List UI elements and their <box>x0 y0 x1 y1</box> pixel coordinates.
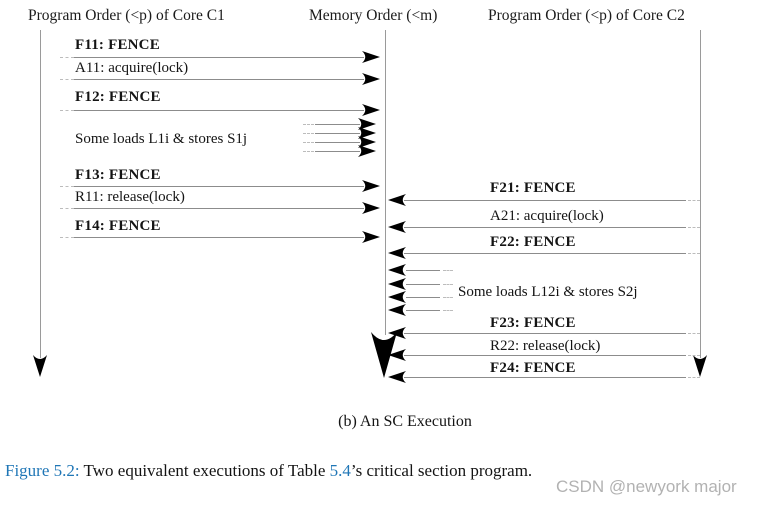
memory-timeline <box>385 30 386 335</box>
c1-loads-arrow-right-icon <box>358 127 376 139</box>
c1-f11-arrow-right-icon <box>362 51 380 63</box>
c1-r11-arrow-right-icon <box>362 202 380 214</box>
caption-text-after: ’s critical section program. <box>350 461 533 480</box>
c2-f22-arrow-left-icon <box>388 247 406 259</box>
c2-f24-line <box>404 377 686 378</box>
c2-f21-arrow-left-icon <box>388 194 406 206</box>
c2-r22-dash <box>688 355 700 356</box>
c1-f12-arrow-right-icon <box>362 104 380 116</box>
table-ref-link[interactable]: 5.4 <box>329 461 351 480</box>
c1-loads-dash-1 <box>303 124 314 125</box>
c2-row-label-f22: F22: FENCE <box>490 234 576 250</box>
c2-loads-line-4 <box>406 310 440 311</box>
c1-loads-arrow-right-icon <box>358 136 376 148</box>
c1-row-label-r11: R11: release(lock) <box>75 189 185 205</box>
c2-f21-line <box>404 200 686 201</box>
core2-timeline <box>700 30 701 358</box>
c2-f23-line <box>404 333 686 334</box>
c2-row-label-f21: F21: FENCE <box>490 180 576 196</box>
c1-r11-dash <box>60 208 74 209</box>
c2-row-label-a21: A21: acquire(lock) <box>490 208 604 224</box>
c2-r22-arrow-left-icon <box>388 349 406 361</box>
c1-f12-line <box>74 110 364 111</box>
c1-f11-dash <box>60 57 74 58</box>
c2-loads-dash-2 <box>443 284 453 285</box>
c1-row-label-f11: F11: FENCE <box>75 37 160 53</box>
figure-caption: Figure 5.2: Two equivalent executions of… <box>5 461 532 481</box>
c2-loads-dash-4 <box>443 310 453 311</box>
c2-loads-arrow-left-icon <box>388 264 406 276</box>
c2-row-label-loads: Some loads L12i & stores S2j <box>458 284 638 300</box>
c2-row-label-f23: F23: FENCE <box>490 315 576 331</box>
c1-loads-dash-3 <box>303 142 314 143</box>
c2-f22-dash <box>688 253 700 254</box>
c2-loads-line-1 <box>406 270 440 271</box>
c1-loads-arrow-right-icon <box>358 118 376 130</box>
c2-f23-arrow-left-icon <box>388 327 406 339</box>
c1-loads-arrow-right-icon <box>358 145 376 157</box>
subcaption: (b) An SC Execution <box>338 413 472 430</box>
c2-loads-arrow-left-icon <box>388 291 406 303</box>
caption-text-before: Two equivalent executions of Table <box>79 461 330 480</box>
c1-a11-dash <box>60 79 74 80</box>
c1-f14-arrow-right-icon <box>362 231 380 243</box>
memory-timeline-arrow-down-icon <box>371 332 397 378</box>
c1-row-label-f12: F12: FENCE <box>75 89 161 105</box>
c2-a21-dash <box>688 227 700 228</box>
c2-f21-dash <box>688 200 700 201</box>
c1-row-label-f14: F14: FENCE <box>75 218 161 234</box>
c1-loads-line-1 <box>315 124 360 125</box>
core1-timeline <box>40 30 41 358</box>
c1-f12-dash <box>60 110 74 111</box>
watermark: CSDN @newyork major <box>556 477 737 496</box>
core2-timeline-arrow-down-icon <box>693 355 707 377</box>
c1-loads-dash-4 <box>303 151 314 152</box>
figure-ref-link[interactable]: Figure 5.2: <box>5 461 80 480</box>
c2-r22-line <box>404 355 686 356</box>
header-program-order-core2: Program Order (<p) of Core C2 <box>488 7 685 24</box>
c1-row-label-a11: A11: acquire(lock) <box>75 60 189 76</box>
header-memory-order: Memory Order (<m) <box>309 7 438 24</box>
c2-loads-dash-3 <box>443 297 453 298</box>
core1-timeline-arrow-down-icon <box>33 355 47 377</box>
c1-a11-arrow-right-icon <box>362 73 380 85</box>
c1-loads-dash-2 <box>303 133 314 134</box>
header-program-order-core1: Program Order (<p) of Core C1 <box>28 7 225 24</box>
c2-loads-line-2 <box>406 284 440 285</box>
c2-loads-dash-1 <box>443 270 453 271</box>
c1-row-label-loads: Some loads L1i & stores S1j <box>75 131 248 147</box>
c1-f11-line <box>74 57 364 58</box>
c1-f13-arrow-right-icon <box>362 180 380 192</box>
c2-f24-arrow-left-icon <box>388 371 406 383</box>
c2-a21-arrow-left-icon <box>388 221 406 233</box>
c2-row-label-f24: F24: FENCE <box>490 360 576 376</box>
c1-a11-line <box>74 79 364 80</box>
c2-f24-dash <box>688 377 700 378</box>
c1-r11-line <box>74 208 364 209</box>
c1-loads-line-4 <box>315 151 360 152</box>
c2-f23-dash <box>688 333 700 334</box>
c2-loads-line-3 <box>406 297 440 298</box>
c1-loads-line-2 <box>315 133 360 134</box>
c2-loads-arrow-left-icon <box>388 278 406 290</box>
c2-row-label-r22: R22: release(lock) <box>490 338 601 354</box>
c1-f14-dash <box>60 237 74 238</box>
c1-loads-line-3 <box>315 142 360 143</box>
c1-f14-line <box>74 237 364 238</box>
c1-f13-dash <box>60 186 74 187</box>
c2-loads-arrow-left-icon <box>388 304 406 316</box>
c2-f22-line <box>404 253 686 254</box>
c2-a21-line <box>404 227 686 228</box>
c1-f13-line <box>74 186 364 187</box>
c1-row-label-f13: F13: FENCE <box>75 167 161 183</box>
